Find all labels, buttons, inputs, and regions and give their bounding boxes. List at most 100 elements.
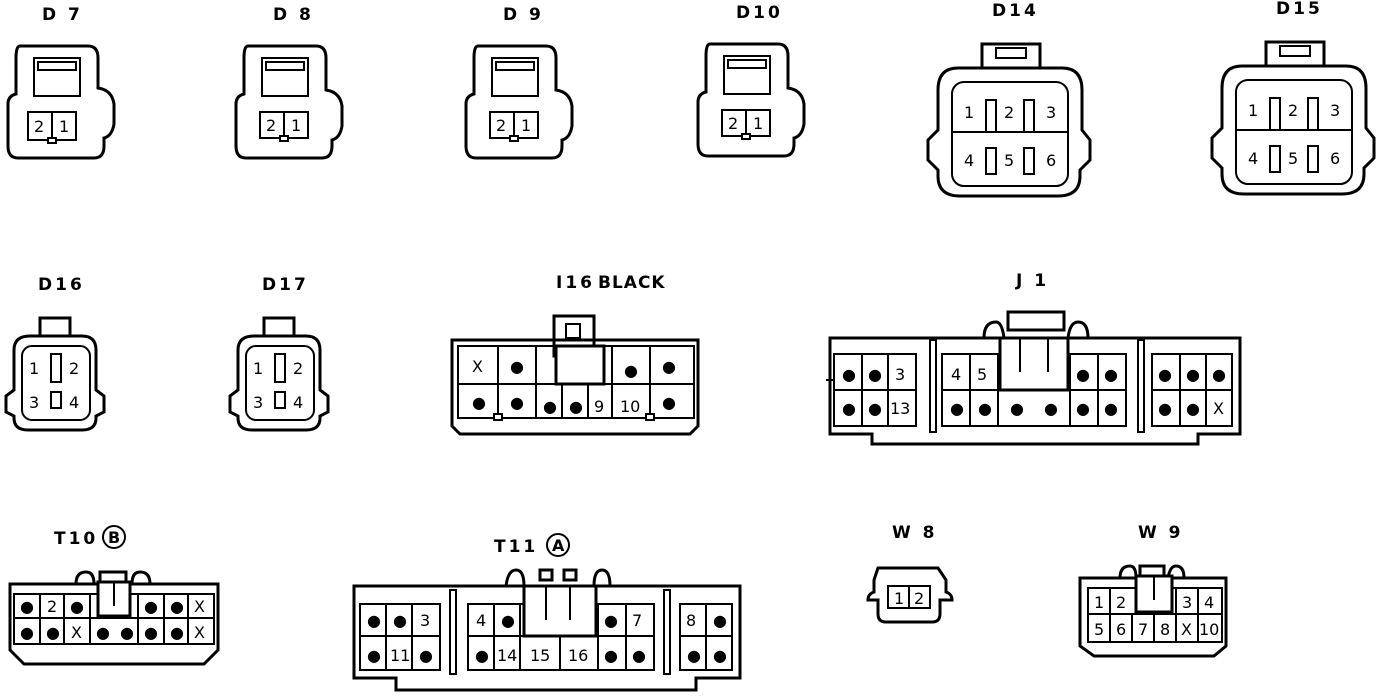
pin-label: X — [71, 623, 82, 642]
connector-t11: T11 A ● ● 3 ● 11 ● 4 ● ● 7 — [352, 533, 742, 692]
connector-t10: T10 B ● 2 ● ● ● X ● ● X ● ● ● ● X — [8, 525, 220, 666]
pin-label: 2 — [293, 359, 303, 378]
connector-d17: D17 1 2 3 4 — [228, 275, 330, 432]
label-t10-badge: B — [108, 528, 120, 547]
label-d16: D16 — [38, 275, 85, 295]
pin-label: 4 — [69, 393, 79, 412]
pin-label: 10 — [1199, 620, 1219, 639]
label-j1: J 1 — [1015, 271, 1049, 291]
pin-label: ● — [46, 623, 60, 642]
pin-label: 5 — [1094, 620, 1104, 639]
pin-label: ● — [978, 399, 992, 418]
pin-label: ● — [713, 646, 727, 665]
pin-label: ● — [687, 646, 701, 665]
connector-d15: D15 1 2 3 4 5 6 — [1210, 0, 1376, 196]
pin-label: ● — [868, 365, 882, 384]
connector-d7: D 7 2 1 — [6, 5, 116, 160]
label-d14: D14 — [992, 1, 1039, 21]
pin-label: ● — [472, 393, 486, 412]
pin-label: ● — [20, 623, 34, 642]
pin-label: 1 — [894, 589, 904, 608]
connector-d8: D 8 2 1 — [234, 5, 344, 160]
pin-label: 6 — [1330, 149, 1340, 168]
label-d9: D 9 — [503, 5, 544, 25]
pin-label: 2 — [34, 117, 44, 136]
pin-label: ● — [393, 611, 407, 630]
pin-label: ● — [510, 393, 524, 412]
pin-label: ● — [475, 646, 489, 665]
pin-label: ● — [144, 597, 158, 616]
pin-label: 2 — [1004, 103, 1014, 122]
pin-label: 3 — [1046, 103, 1056, 122]
label-d8: D 8 — [273, 5, 314, 25]
pin-label: 2 — [1116, 593, 1126, 612]
pin-label: 2 — [728, 114, 738, 133]
label-w8: W 8 — [892, 523, 938, 543]
pin-label: ● — [96, 623, 110, 642]
pin-label: X — [194, 597, 205, 616]
pin-label: ● — [713, 611, 727, 630]
pin-label: ● — [510, 357, 524, 376]
pin-label: ● — [842, 399, 856, 418]
pin-label: 1 — [1248, 101, 1258, 120]
pin-label: 2 — [496, 116, 506, 135]
pin-label: ● — [367, 646, 381, 665]
pin-label: ● — [1158, 399, 1172, 418]
pin-label: 2 — [914, 589, 924, 608]
pin-label: 1 — [29, 359, 39, 378]
connector-d14: D14 1 2 3 4 5 6 — [926, 1, 1092, 198]
pin-label: ● — [1186, 365, 1200, 384]
label-t11-badge: A — [552, 536, 565, 555]
label-d17: D17 — [262, 275, 309, 295]
pin-label: 1 — [59, 117, 69, 136]
pin-label: 5 — [1288, 149, 1298, 168]
pin-label: 5 — [977, 365, 987, 384]
pin-label: ● — [868, 399, 882, 418]
connector-j1: J 1 ● ● 3 ● ● 13 4 5 ● ● ● ● — [826, 271, 1242, 446]
pin-label: ● — [170, 597, 184, 616]
connector-w8: W 8 1 2 — [866, 523, 954, 624]
pin-label: ● — [170, 623, 184, 642]
pin-label: ● — [367, 611, 381, 630]
pin-label: 2 — [266, 116, 276, 135]
pin-label: ● — [501, 611, 515, 630]
pin-label: ● — [1076, 365, 1090, 384]
pin-label: 6 — [1116, 620, 1126, 639]
connector-d9: D 9 2 1 — [464, 5, 574, 160]
pin-label: 3 — [1182, 593, 1192, 612]
pin-label: 2 — [69, 359, 79, 378]
pin-label: ● — [569, 397, 583, 416]
pin-label: 10 — [620, 397, 640, 416]
pin-label: 16 — [568, 646, 588, 665]
pin-label: ● — [842, 365, 856, 384]
label-w9: W 9 — [1138, 523, 1184, 543]
pin-label: 1 — [753, 114, 763, 133]
label-d7: D 7 — [42, 5, 83, 25]
pin-label: 9 — [594, 397, 604, 416]
pin-label: 3 — [1330, 101, 1340, 120]
pin-label: 13 — [890, 399, 910, 418]
pin-label: 4 — [964, 151, 974, 170]
pin-label: 5 — [1004, 151, 1014, 170]
pin-label: ● — [144, 623, 158, 642]
pin-label: 4 — [476, 611, 486, 630]
pin-label: ● — [543, 397, 557, 416]
pin-label: ● — [1212, 365, 1226, 384]
pin-label: 6 — [1046, 151, 1056, 170]
pin-label: 3 — [253, 393, 263, 412]
pin-label: 2 — [1288, 101, 1298, 120]
pin-label: 7 — [1138, 620, 1148, 639]
pin-label: 4 — [1204, 593, 1214, 612]
pin-label: ● — [20, 597, 34, 616]
pin-label: 15 — [530, 646, 550, 665]
pin-label: X — [1213, 399, 1224, 418]
pin-label: ● — [1044, 399, 1058, 418]
pin-label: 3 — [895, 365, 905, 384]
pin-label: ● — [70, 597, 84, 616]
connector-w9: W 9 1 2 3 4 5 6 7 8 X 10 — [1078, 523, 1228, 658]
pin-label: 1 — [521, 116, 531, 135]
pin-label: ● — [624, 361, 638, 380]
pin-label: 7 — [632, 611, 642, 630]
pin-label: ● — [632, 646, 646, 665]
pin-label: 8 — [686, 611, 696, 630]
